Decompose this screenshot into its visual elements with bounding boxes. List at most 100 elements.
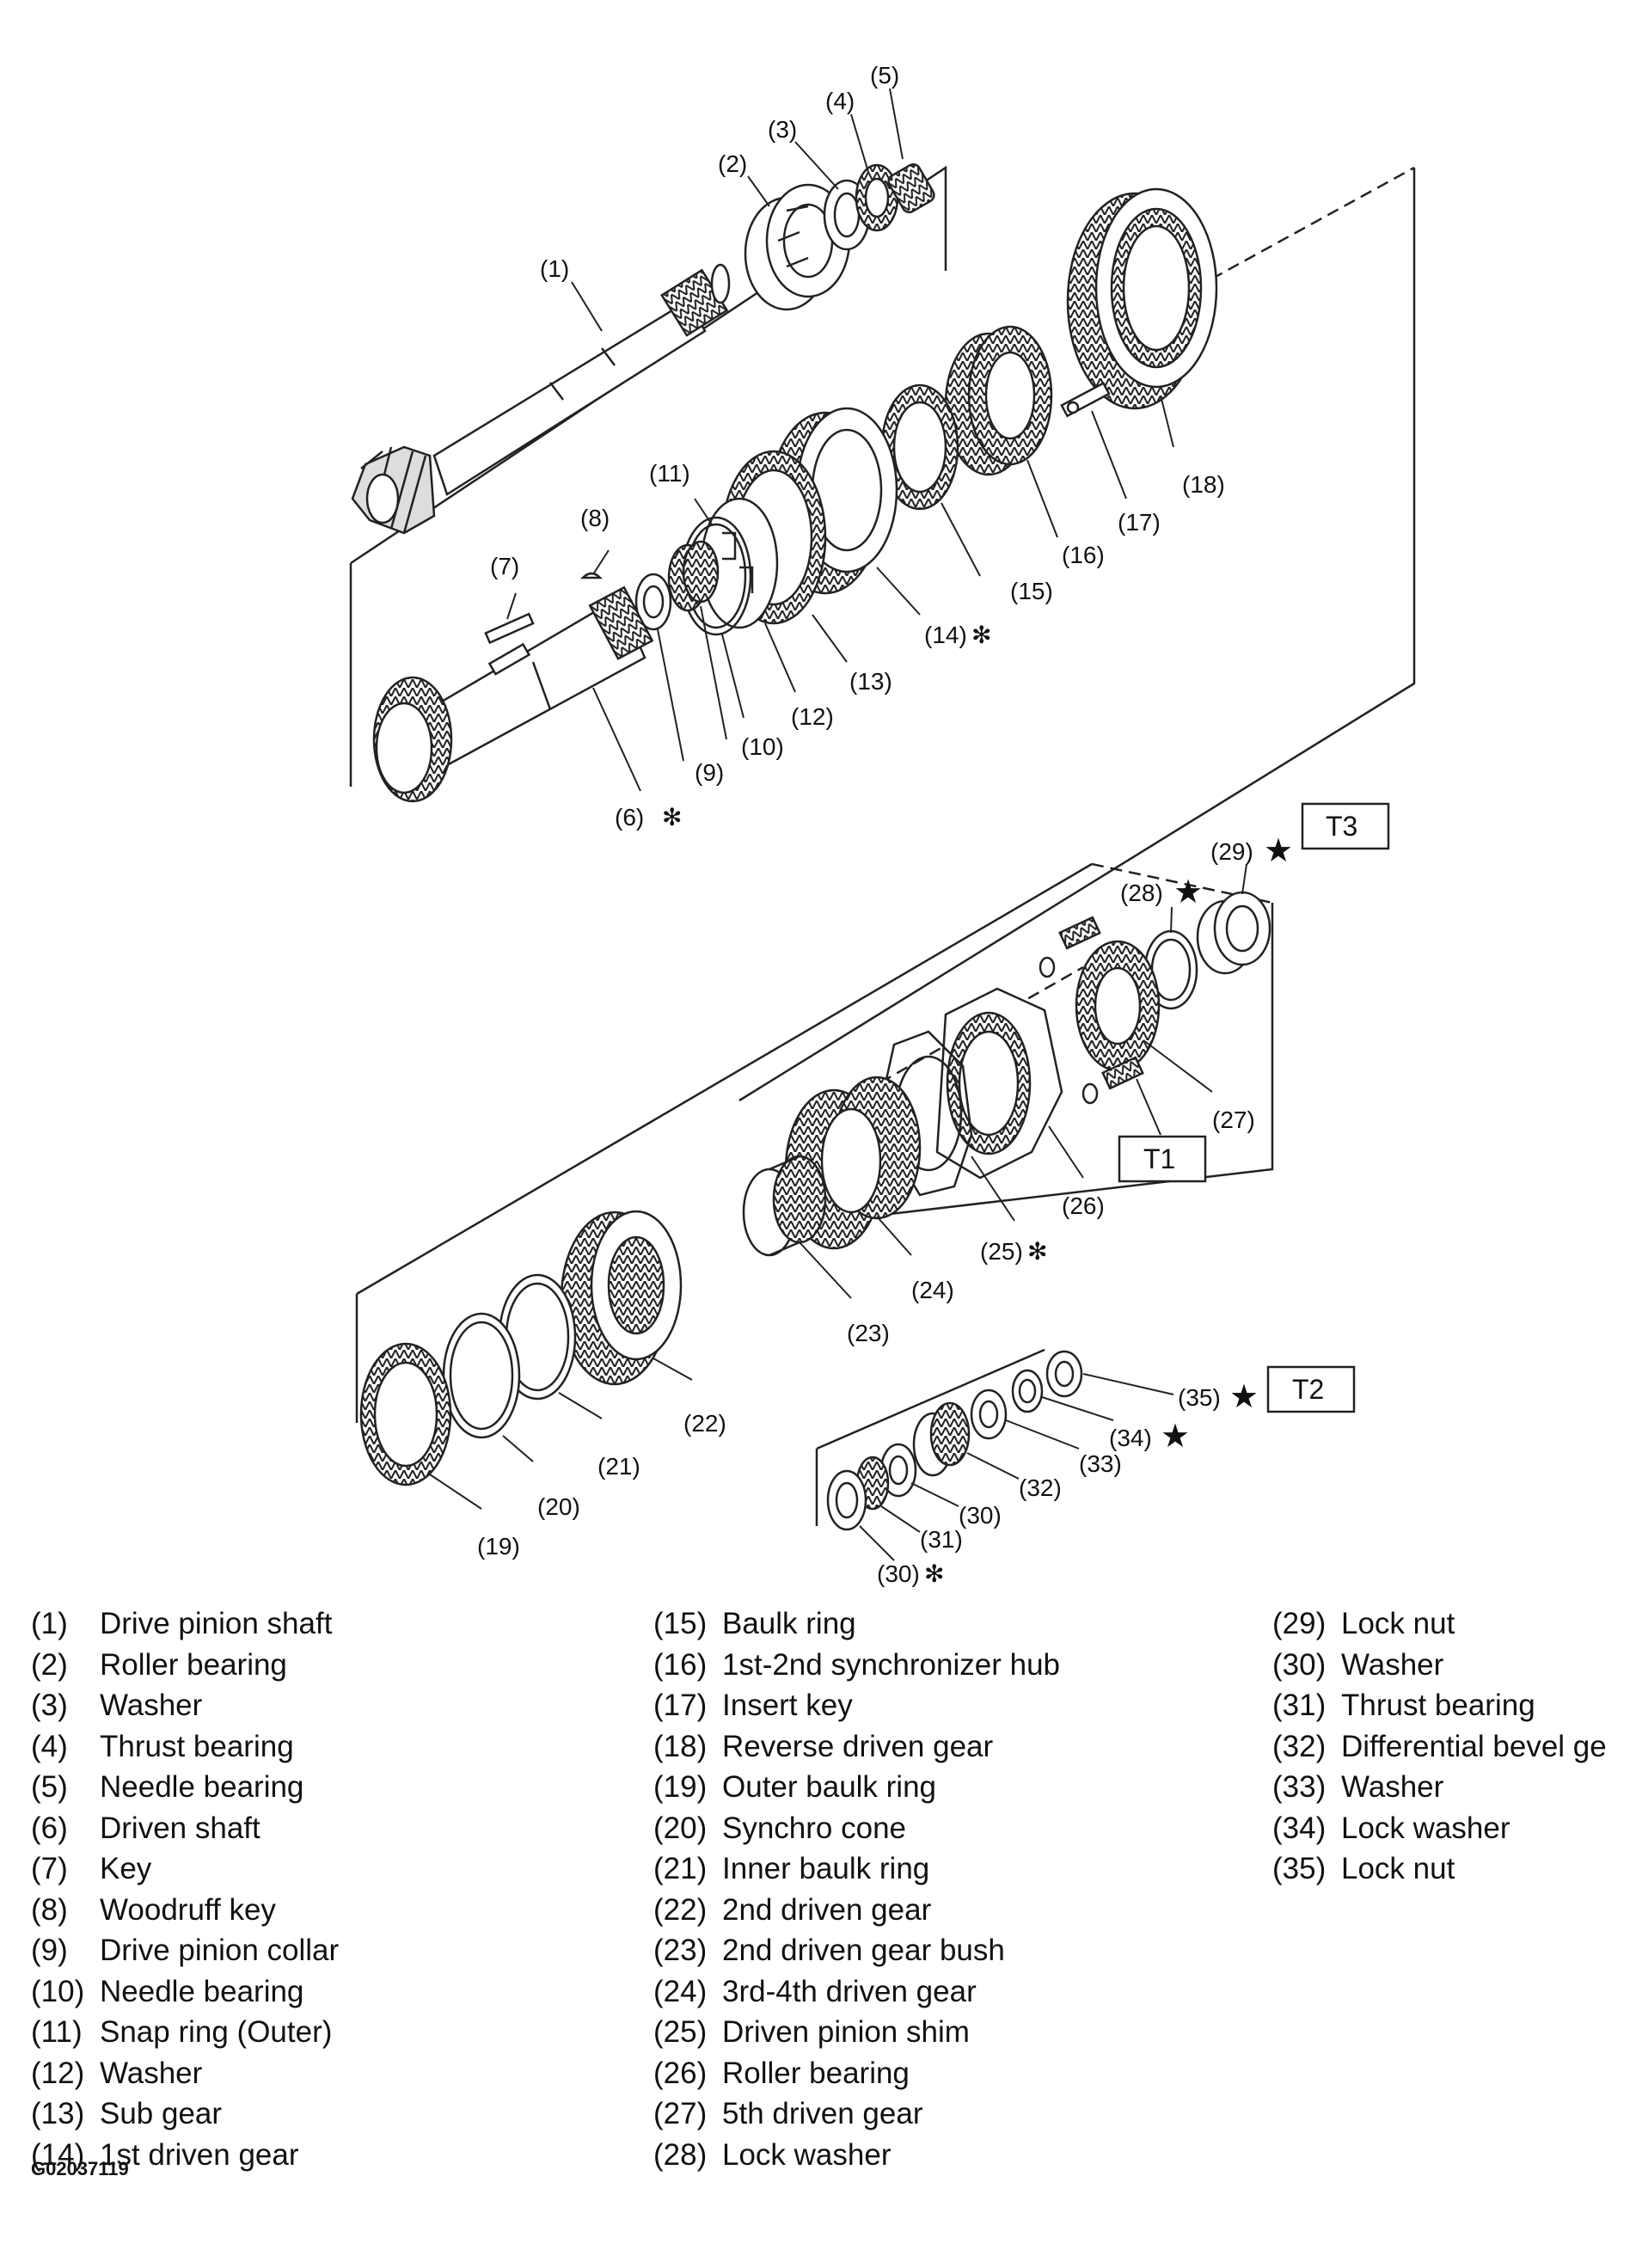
legend-item-number: (34) — [1272, 1811, 1327, 1845]
torque-box-t1: T1 — [1118, 1135, 1207, 1183]
legend-item-name: Baulk ring — [722, 1607, 856, 1640]
small-frame — [815, 1348, 1045, 1526]
legend-item-name: Insert key — [722, 1689, 853, 1722]
callout-labels: (1) (2) (3) (4) (5) (6) (7) (8) (9) (10)… — [477, 62, 1255, 1587]
legend-item-number: (1) — [31, 1607, 68, 1640]
callout-27: (27) — [1212, 1106, 1255, 1133]
legend-item-name: Lock washer — [722, 2137, 892, 2172]
callout-20: (20) — [537, 1493, 580, 1520]
callout-14: (14) — [924, 622, 967, 648]
legend-item-number: (20) — [653, 1811, 708, 1845]
thrust-bearing-4 — [855, 163, 899, 232]
legend-item-name: Sub gear — [100, 2097, 223, 2130]
callout-12: (12) — [791, 703, 834, 730]
torque-box-t2: T2 — [1266, 1365, 1356, 1413]
exploded-parts-diagram: (1) (2) (3) (4) (5) (6) (7) (8) (9) (10)… — [349, 62, 1416, 1587]
fifth-driven-gear — [1075, 940, 1161, 1072]
lock-nut-35 — [1045, 1350, 1083, 1398]
legend-item-name: Needle bearing — [100, 1974, 304, 2008]
legend-item-number: (6) — [31, 1811, 68, 1845]
callout-16: (16) — [1062, 542, 1105, 568]
legend-item-name: Lock washer — [1341, 1811, 1510, 1845]
legend-item-name: Washer — [1341, 1770, 1444, 1804]
callout-5: (5) — [870, 62, 899, 89]
lock-nut-29 — [1196, 891, 1271, 975]
legend-item-name: Washer — [100, 2056, 203, 2090]
legend-item-number: (14) — [31, 2137, 85, 2172]
star-markers: ★ ★ ★ ★ — [1161, 833, 1293, 1455]
callout-29: (29) — [1210, 838, 1253, 865]
needle-bearing-5 — [887, 162, 935, 214]
legend-item-name: 1st driven gear — [100, 2137, 299, 2172]
legend-item-number: (4) — [31, 1729, 68, 1763]
legend-item-number: (27) — [653, 2097, 708, 2130]
legend-item-number: (3) — [31, 1689, 68, 1722]
legend-item-number: (32) — [1272, 1729, 1327, 1763]
callout-13: (13) — [849, 668, 892, 695]
legend-item-name: 1st-2nd synchronizer hub — [722, 1647, 1060, 1682]
legend-item-number: (30) — [1272, 1647, 1327, 1682]
legend-item-number: (12) — [31, 2056, 85, 2090]
legend-item-name: 5th driven gear — [722, 2097, 923, 2130]
star-28: ★ — [1173, 874, 1203, 910]
leader-lines — [429, 88, 1247, 1561]
callout-25-asterisk: ✻ — [1027, 1238, 1047, 1265]
callout-32: (32) — [1019, 1474, 1062, 1501]
synchro-cone — [442, 1312, 521, 1439]
drive-pinion-collar — [634, 573, 672, 631]
callout-25: (25) — [980, 1238, 1023, 1265]
legend-item-number: (21) — [653, 1852, 708, 1885]
callout-15: (15) — [1010, 578, 1053, 604]
legend-item-name: Thrust bearing — [100, 1729, 294, 1763]
legend-item-name: Drive pinion collar — [100, 1934, 340, 1967]
callout-6: (6) — [615, 804, 644, 831]
torque-label-t2: T2 — [1292, 1374, 1324, 1405]
bolt-lower — [1081, 1056, 1144, 1105]
legend-item-name: 3rd-4th driven gear — [722, 1974, 977, 2008]
legend-item-number: (17) — [653, 1689, 708, 1722]
synchronizer-hub — [944, 325, 1053, 476]
legend-item-number: (13) — [31, 2097, 85, 2130]
third-fourth-driven-gear — [784, 1076, 922, 1250]
legend-item-name: Woodruff key — [100, 1892, 276, 1927]
callout-22: (22) — [683, 1410, 726, 1437]
figure-code: G02037119 — [31, 2158, 129, 2179]
callout-35: (35) — [1178, 1384, 1221, 1411]
legend-item-name: Outer baulk ring — [722, 1770, 937, 1804]
callout-26: (26) — [1062, 1192, 1105, 1219]
legend-item-number: (7) — [31, 1852, 68, 1885]
legend-item-name: Lock nut — [1341, 1852, 1455, 1885]
legend-item-name: Washer — [100, 1689, 203, 1722]
needle-bearing-10 — [667, 540, 720, 612]
reverse-driven-gear — [1066, 187, 1218, 410]
legend-item-number: (31) — [1272, 1689, 1327, 1722]
torque-box-t3: T3 — [1301, 802, 1390, 850]
legend-item-name: Inner baulk ring — [722, 1852, 930, 1885]
callout-23: (23) — [847, 1320, 890, 1346]
legend-item-number: (25) — [653, 2015, 708, 2049]
drive-pinion-shaft — [351, 263, 731, 535]
outer-baulk-ring — [359, 1342, 452, 1486]
legend-item-number: (18) — [653, 1729, 708, 1763]
legend-item-number: (11) — [31, 2015, 83, 2049]
callout-8: (8) — [580, 505, 610, 531]
legend-item-number: (8) — [31, 1892, 68, 1927]
legend-item-number: (10) — [31, 1974, 85, 2008]
second-driven-gear-bush — [742, 1155, 827, 1257]
callout-31: (31) — [920, 1526, 963, 1553]
roller-bearing-26 — [935, 987, 1063, 1180]
legend-item-name: Key — [100, 1852, 152, 1885]
legend-item-name: 2nd driven gear bush — [722, 1934, 1005, 1967]
legend-item-name: Driven pinion shim — [722, 2015, 970, 2049]
callout-34: (34) — [1109, 1425, 1152, 1451]
insert-key — [1060, 381, 1111, 418]
upper-frame — [349, 165, 1416, 1102]
callout-10: (10) — [741, 733, 784, 760]
callout-7: (7) — [490, 553, 519, 579]
callout-14-asterisk: ✻ — [971, 622, 991, 648]
needle-bearing-32 — [912, 1401, 971, 1477]
legend-item-name: Snap ring (Outer) — [100, 2015, 333, 2049]
callout-1: (1) — [540, 255, 569, 282]
star-35: ★ — [1229, 1379, 1259, 1415]
torque-label-t3: T3 — [1326, 811, 1357, 842]
